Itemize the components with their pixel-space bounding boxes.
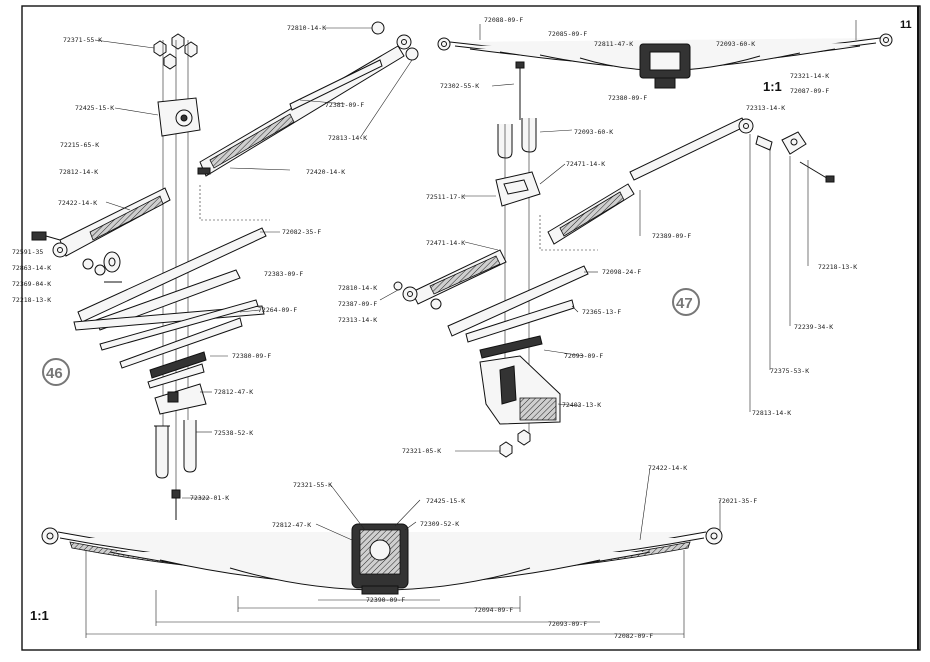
label-l21: 72088-09-F (484, 16, 523, 24)
label-l33: 72389-09-F (652, 232, 691, 240)
label-l30: 72093-60-K (574, 128, 613, 136)
figure-47-badge: 47 (672, 288, 700, 316)
label-l46: 72321-05-K (402, 447, 441, 455)
label-l23: 72811-47-K (594, 40, 633, 48)
label-l40: 72365-13-F (582, 308, 621, 316)
label-l14: 72218-13-K (12, 296, 51, 304)
label-l28: 72380-09-F (608, 94, 647, 102)
top-spring-assembly (437, 20, 893, 89)
scale-top: 1:1 (763, 79, 782, 94)
label-l50: 72021-35-F (718, 497, 757, 505)
svg-text:47: 47 (676, 295, 693, 312)
label-l02: 72810-14-K (287, 24, 326, 32)
label-l31: 72471-14-K (566, 160, 605, 168)
part-labels: 72371-55-K 72810-14-K 72425-15-K 72381-0… (12, 16, 857, 640)
label-l26: 72321-14-K (790, 72, 829, 80)
label-l01: 72371-55-K (63, 36, 102, 44)
label-l34: 72471-14-K (426, 239, 465, 247)
figure-47-exploded (393, 61, 835, 458)
scale-bottom: 1:1 (30, 608, 49, 623)
label-l12: 72863-14-K (12, 264, 51, 272)
label-l17: 72380-09-F (232, 352, 271, 360)
label-l27: 72087-09-F (790, 87, 829, 95)
label-l47: 72422-14-K (648, 464, 687, 472)
label-l53: 72390-09-F (366, 596, 405, 604)
label-l07: 72812-14-K (59, 168, 98, 176)
label-l11: 72591-35 (12, 248, 43, 256)
svg-text:46: 46 (46, 365, 63, 382)
page-frame (21, 5, 921, 651)
label-l20: 72322-01-K (190, 494, 229, 502)
label-l03: 72425-15-K (75, 104, 114, 112)
label-l24: 72093-60-K (716, 40, 755, 48)
label-l48: 72321-55-K (293, 481, 332, 489)
label-l15: 72383-09-F (264, 270, 303, 278)
label-l43: 72375-53-K (770, 367, 809, 375)
label-l08: 72422-14-K (58, 199, 97, 207)
label-l09: 72420-14-K (306, 168, 345, 176)
label-l39: 72313-14-K (338, 316, 377, 324)
label-l19: 72538-52-K (214, 429, 253, 437)
bottom-spring-assembly (41, 500, 723, 638)
label-l18: 72812-47-K (214, 388, 253, 396)
label-l56: 72082-09-F (614, 632, 653, 640)
label-l49: 72425-15-K (426, 497, 465, 505)
label-l38: 72387-09-F (338, 300, 377, 308)
figure-46-badge: 46 (42, 358, 70, 386)
figure-46-exploded (31, 21, 419, 520)
label-l41: 72239-34-K (794, 323, 833, 331)
label-l35: 72218-13-K (818, 263, 857, 271)
label-l16: 72264-09-F (258, 306, 297, 314)
label-l05: 72813-14-K (328, 134, 367, 142)
leader-lines (94, 27, 809, 541)
label-l36: 72098-24-F (602, 268, 641, 276)
label-l29: 72313-14-K (746, 104, 785, 112)
label-l52: 72309-52-K (420, 520, 459, 528)
label-l22: 72085-09-F (548, 30, 587, 38)
label-l25: 72302-55-K (440, 82, 479, 90)
label-l32: 72511-17-K (426, 193, 465, 201)
label-l37: 72810-14-K (338, 284, 377, 292)
label-l44: 72403-13-K (562, 401, 601, 409)
label-l54: 72094-09-F (474, 606, 513, 614)
label-l06: 72215-65-K (60, 141, 99, 149)
label-l04: 72381-09-F (325, 101, 364, 109)
label-l42: 72093-09-F (564, 352, 603, 360)
label-l10: 72082-35-F (282, 228, 321, 236)
label-l13: 72369-04-K (12, 280, 51, 288)
label-l45: 72813-14-K (752, 409, 791, 417)
label-l55: 72093-09-F (548, 620, 587, 628)
page-number: 11 (900, 19, 912, 31)
label-l51: 72812-47-K (272, 521, 311, 529)
